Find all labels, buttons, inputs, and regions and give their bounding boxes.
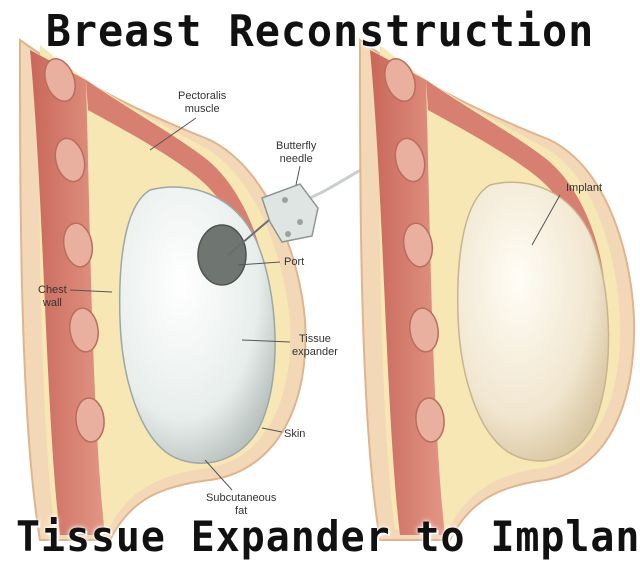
label-skin: Skin	[284, 428, 305, 441]
expander-port	[198, 225, 246, 285]
title: Breast Reconstruction	[16, 6, 624, 57]
subtitle: Tissue Expander to Implant	[16, 512, 624, 561]
label-port: Port	[284, 256, 304, 269]
right-breast-implant	[360, 40, 634, 540]
label-implant: Implant	[566, 182, 602, 195]
